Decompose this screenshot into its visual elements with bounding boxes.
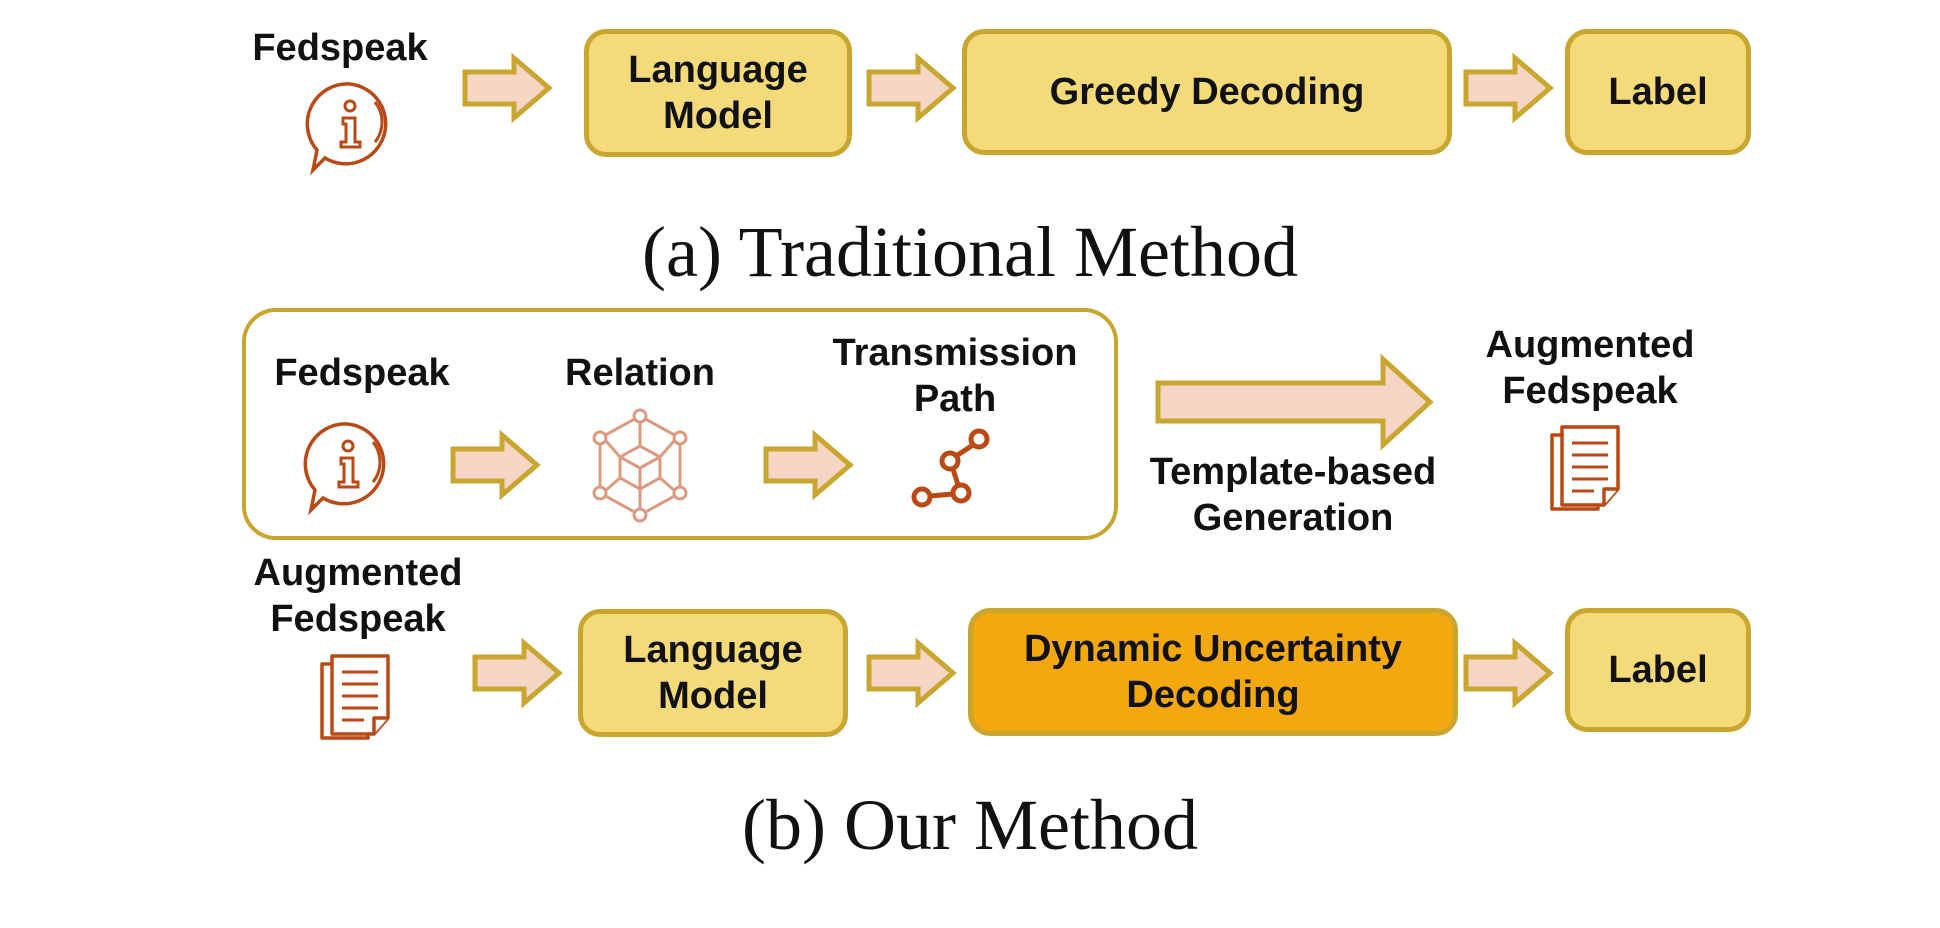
label-box-b: Label	[1565, 608, 1751, 732]
fedspeak-label-b: Fedspeak	[274, 352, 450, 394]
template-generation-label: Template-based Generation	[1149, 451, 1437, 539]
caption-traditional-method: (a) Traditional Method	[642, 212, 1298, 292]
greedy-decoding-box: Greedy Decoding	[962, 29, 1452, 155]
arrow-to-greedy-decoding	[866, 52, 957, 124]
fedspeak-label-a: Fedspeak	[252, 27, 428, 69]
language-model-box-a: Language Model	[584, 29, 852, 157]
relation-label: Relation	[565, 352, 715, 394]
relation-extraction-group	[242, 308, 1118, 540]
arrow-to-language-model-b	[472, 637, 563, 709]
transmission-path-label: Transmission Path	[832, 332, 1078, 420]
arrow-to-label-a	[1463, 52, 1554, 124]
document-icon	[1550, 425, 1620, 511]
dynamic-uncertainty-decoding-box: Dynamic Uncertainty Decoding	[968, 608, 1458, 736]
caption-our-method: (b) Our Method	[742, 785, 1198, 865]
arrow-to-dynamic-decoding	[866, 637, 957, 709]
arrow-to-transmission-path	[763, 429, 854, 501]
arrow-template-generation	[1155, 353, 1434, 451]
arrow-to-relation	[450, 429, 541, 501]
info-speech-bubble-icon	[305, 82, 388, 176]
relation-network-cube-icon	[592, 408, 688, 523]
document-icon	[320, 654, 390, 740]
arrow-to-label-b	[1463, 637, 1554, 709]
label-box-a: Label	[1565, 29, 1751, 155]
info-speech-bubble-icon	[303, 422, 386, 516]
path-route-icon	[911, 428, 990, 508]
arrow-to-language-model-a	[462, 52, 553, 124]
language-model-box-b: Language Model	[578, 609, 848, 737]
augmented-fedspeak-input-label: Augmented Fedspeak	[253, 552, 463, 640]
augmented-fedspeak-output-label: Augmented Fedspeak	[1485, 324, 1695, 412]
